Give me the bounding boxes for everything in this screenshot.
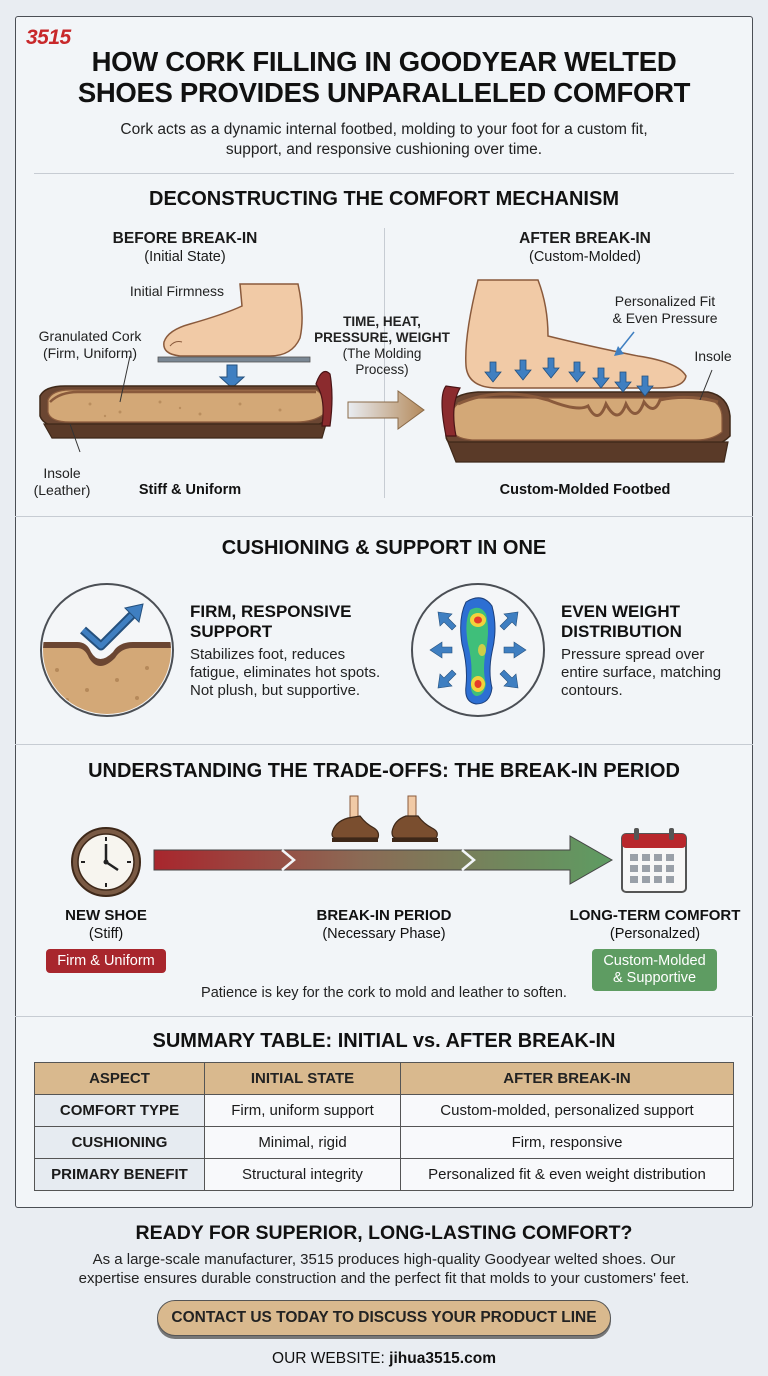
process-arrow-icon bbox=[347, 390, 425, 430]
cell-initial: Firm, uniform support bbox=[204, 1094, 401, 1127]
label-insole: Insole bbox=[694, 348, 732, 364]
foot-icon bbox=[163, 283, 303, 357]
distribution-title: EVEN WEIGHT DISTRIBUTION bbox=[561, 602, 682, 641]
website-line: OUR WEBSITE: jihua3515.com bbox=[0, 1350, 768, 1368]
summary-table: ASPECT INITIAL STATE AFTER BREAK-IN COMF… bbox=[34, 1062, 734, 1191]
caption-stiff-uniform: Stiff & Uniform bbox=[138, 482, 242, 498]
patience-note: Patience is key for the cork to mold and… bbox=[201, 985, 567, 1001]
pressure-arrows bbox=[484, 357, 654, 397]
label-personalized-fit: Personalized Fit & Even Pressure bbox=[612, 293, 718, 326]
table-row: CUSHIONING Minimal, rigid Firm, responsi… bbox=[34, 1126, 734, 1159]
pressure-plate bbox=[157, 356, 311, 363]
after-heading: AFTER BREAK-IN (Custom-Molded) bbox=[519, 230, 651, 265]
cta-title: READY FOR SUPERIOR, LONG-LASTING COMFORT… bbox=[135, 1222, 633, 1244]
process-label: TIME, HEAT, PRESSURE, WEIGHT (The Moldin… bbox=[314, 314, 450, 377]
website-label: OUR WEBSITE: bbox=[272, 1350, 385, 1367]
table-header-row: ASPECT INITIAL STATE AFTER BREAK-IN bbox=[34, 1062, 734, 1095]
column-divider bbox=[384, 228, 385, 498]
down-arrow-icon bbox=[218, 364, 246, 389]
support-check-icon bbox=[40, 583, 174, 717]
table-row: PRIMARY BENEFIT Structural integrity Per… bbox=[34, 1158, 734, 1191]
header-after: AFTER BREAK-IN bbox=[400, 1062, 734, 1095]
break-in-timeline-arrow bbox=[153, 835, 614, 885]
before-shoe-illustration bbox=[39, 283, 333, 453]
support-title: FIRM, RESPONSIVE SUPPORT bbox=[190, 602, 352, 641]
cushioning-title: CUSHIONING & SUPPORT IN ONE bbox=[221, 537, 547, 559]
stage-break-in: BREAK-IN PERIOD (Necessary Phase) bbox=[316, 907, 452, 942]
label-initial-firmness: Initial Firmness bbox=[129, 283, 225, 299]
clock-icon bbox=[71, 827, 141, 897]
cell-after: Custom-molded, personalized support bbox=[400, 1094, 734, 1127]
cell-initial: Minimal, rigid bbox=[204, 1126, 401, 1159]
distribution-desc: Pressure spread over entire surface, mat… bbox=[561, 646, 722, 699]
badge-firm-uniform: Firm & Uniform bbox=[46, 949, 166, 973]
after-shoe-illustration bbox=[441, 279, 731, 463]
tradeoffs-title: UNDERSTANDING THE TRADE-OFFS: THE BREAK-… bbox=[88, 760, 680, 782]
stage-long-term: LONG-TERM COMFORT (Personalzed) bbox=[569, 907, 741, 942]
table-row: COMFORT TYPE Firm, uniform support Custo… bbox=[34, 1094, 734, 1127]
stage-new-shoe: NEW SHOE (Stiff) bbox=[65, 907, 147, 942]
badge-custom-molded: Custom-Molded & Supportive bbox=[592, 949, 717, 991]
cell-after: Personalized fit & even weight distribut… bbox=[400, 1158, 734, 1191]
cell-aspect: CUSHIONING bbox=[34, 1126, 205, 1159]
support-desc: Stabilizes foot, reduces fatigue, elimin… bbox=[190, 646, 381, 699]
cell-aspect: COMFORT TYPE bbox=[34, 1094, 205, 1127]
brand-logo: 3515 bbox=[26, 26, 71, 49]
page-subtitle: Cork acts as a dynamic internal footbed,… bbox=[120, 121, 648, 158]
calendar-icon bbox=[621, 828, 687, 893]
before-heading: BEFORE BREAK-IN (Initial State) bbox=[112, 230, 258, 265]
website-link[interactable]: jihua3515.com bbox=[389, 1350, 496, 1367]
mechanism-title: DECONSTRUCTING THE COMFORT MECHANISM bbox=[149, 188, 619, 210]
header-initial: INITIAL STATE bbox=[204, 1062, 401, 1095]
label-insole-leather: Insole (Leather) bbox=[33, 465, 91, 498]
header-aspect: ASPECT bbox=[34, 1062, 205, 1095]
summary-title: SUMMARY TABLE: INITIAL vs. AFTER BREAK-I… bbox=[152, 1030, 616, 1052]
page-title: HOW CORK FILLING IN GOODYEAR WELTED SHOE… bbox=[77, 46, 691, 108]
contact-us-button[interactable]: CONTACT US TODAY TO DISCUSS YOUR PRODUCT… bbox=[157, 1300, 611, 1336]
cell-initial: Structural integrity bbox=[204, 1158, 401, 1191]
cell-after: Firm, responsive bbox=[400, 1126, 734, 1159]
cell-aspect: PRIMARY BENEFIT bbox=[34, 1158, 205, 1191]
pressure-map-icon bbox=[411, 583, 545, 717]
divider bbox=[15, 516, 753, 517]
label-granulated-cork: Granulated Cork (Firm, Uniform) bbox=[38, 328, 142, 361]
caption-custom-molded: Custom-Molded Footbed bbox=[499, 482, 671, 498]
divider bbox=[34, 173, 734, 174]
walking-shoes-icon bbox=[331, 795, 438, 842]
divider bbox=[15, 744, 753, 745]
divider bbox=[15, 1016, 753, 1017]
cta-description: As a large-scale manufacturer, 3515 prod… bbox=[78, 1251, 690, 1287]
